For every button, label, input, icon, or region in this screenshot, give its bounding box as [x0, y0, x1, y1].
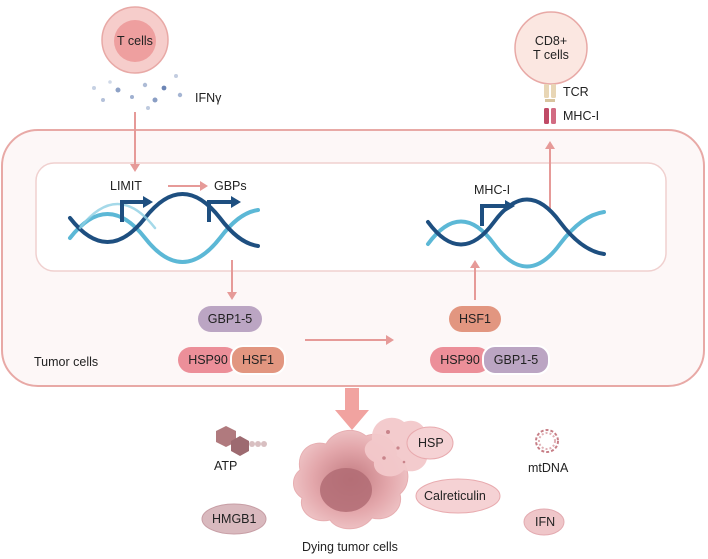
ifn-bubble	[523, 508, 565, 536]
hmgb1-bubble	[201, 503, 267, 535]
gbps-label: GBPs	[214, 179, 247, 193]
dna-helix-right	[426, 197, 606, 269]
ifn-gamma-dots	[92, 74, 183, 110]
hsp-bubble	[406, 426, 454, 460]
mtdna-label: mtDNA	[528, 461, 569, 475]
mhc-gene-label: MHC-I	[474, 183, 511, 197]
promoter-arrow-gbps	[207, 196, 241, 222]
hmgb1-label: HMGB1	[212, 512, 257, 526]
dying-tumor-cells-label: Dying tumor cells	[302, 540, 398, 554]
arrow-to-dying-cells	[335, 388, 369, 430]
ifn-gamma-label: IFNγ	[195, 91, 222, 105]
cd8-line1: CD8+	[534, 33, 568, 48]
promoter-arrow-limit	[120, 196, 153, 222]
tcr-label: TCR	[563, 85, 589, 99]
dying-cell-nucleus	[320, 468, 372, 512]
gbp15-right-pill: GBP1-5	[482, 345, 550, 375]
mhc-surface-label: MHC-I	[563, 109, 600, 123]
cd8-line2: T cells	[533, 48, 569, 62]
tumor-cells-label: Tumor cells	[34, 355, 99, 369]
calreticulin-label: Calreticulin	[424, 489, 486, 503]
tcr-mhc-receptor	[544, 84, 556, 124]
hsf1-left-pill: HSF1	[230, 345, 286, 375]
apoptotic-bleb	[364, 417, 428, 477]
hsf1-top-pill: HSF1	[449, 306, 501, 332]
hsp90-right-pill: HSP90	[430, 347, 490, 373]
atp-molecule	[216, 426, 267, 456]
atp-label: ATP	[214, 459, 238, 473]
hsp90-left-pill: HSP90	[178, 347, 238, 373]
gbp15-top-pill: GBP1-5	[198, 306, 262, 332]
cd8-t-cells-label: CD8+ T cells	[515, 30, 587, 66]
mtdna-ring	[535, 429, 559, 453]
dna-helix-left	[68, 192, 260, 264]
cd8-cell-outer	[514, 11, 588, 85]
hsp-label: HSP	[418, 436, 444, 450]
promoter-arrow-mhc	[480, 200, 515, 226]
nucleus	[35, 162, 667, 272]
t-cells-label: T cells	[117, 33, 153, 48]
calreticulin-bubble	[415, 478, 501, 514]
ifn-label: IFN	[535, 515, 556, 529]
t-cell-nucleus	[114, 20, 156, 62]
limit-label: LIMIT	[110, 179, 142, 193]
